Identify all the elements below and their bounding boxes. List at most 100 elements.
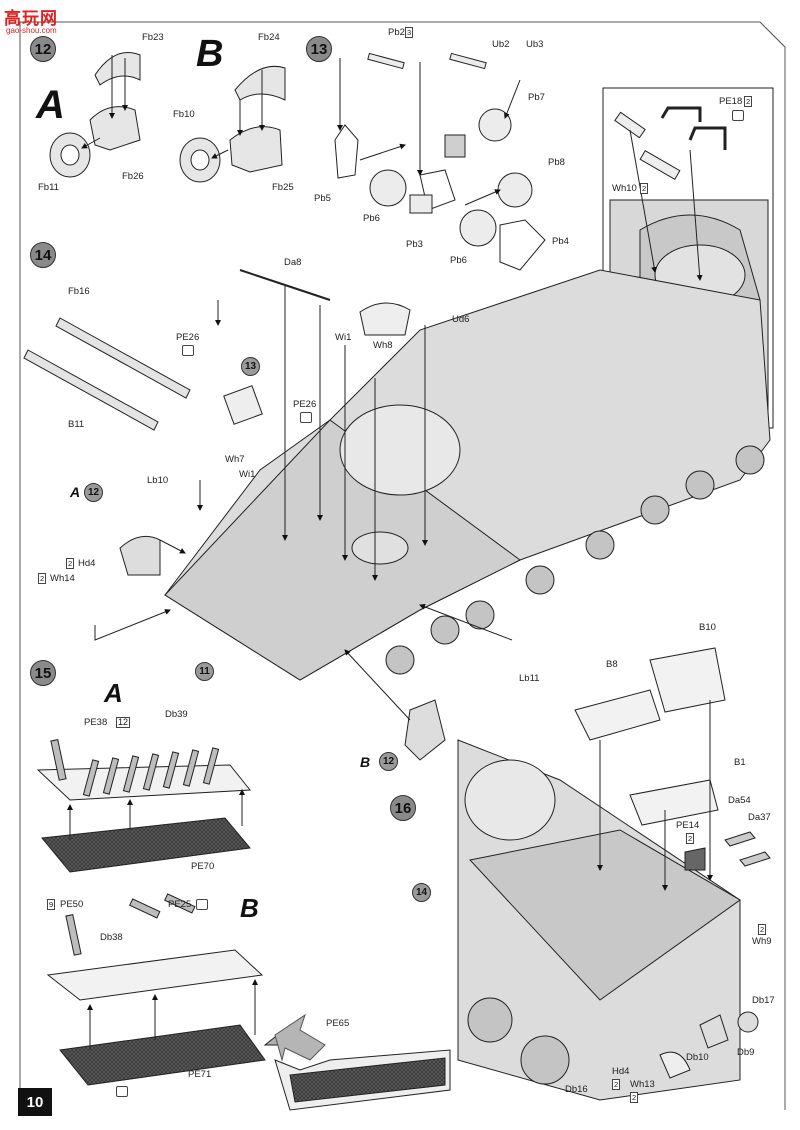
step-14-number: 14 [30,242,56,268]
qty-pb2: 3 [405,27,414,38]
label-pb4: Pb4 [552,236,569,247]
label-pb2: Pb2 [388,27,405,38]
step13-parts [334,52,546,271]
qty-hd4-a: 2 [66,558,75,569]
label-db9: Db9 [737,1047,755,1058]
label-wi1-b: Wi1 [239,469,256,480]
pe-fret-icon [116,1086,128,1097]
label-pb6-a: Pb6 [363,213,380,224]
label-pe65: PE65 [326,1018,350,1029]
step12-parts [49,52,141,178]
label-wh9: Wh9 [752,936,772,947]
label-pb7: Pb7 [528,92,545,103]
label-wh7: Wh7 [225,454,245,465]
qty-pe18: 2 [744,96,753,107]
label-pe26-a: PE26 [176,332,200,343]
label-db17: Db17 [752,995,775,1006]
pe-fret-icon [300,412,312,423]
label-b10: B10 [699,622,716,633]
variant-a-ref: A [70,484,81,500]
label-fb25: Fb25 [272,182,294,193]
step14-hull [23,269,771,761]
label-pe25: PE25 [168,899,192,910]
variant-b-ref: B [360,754,371,770]
label-pe26-b: PE26 [293,399,317,410]
label-lb11: Lb11 [519,673,540,684]
label-pb8: Pb8 [548,157,565,168]
label-wh14: Wh14 [50,573,75,584]
pe-fret-icon [196,899,208,910]
variant-a-step12: A [36,83,65,127]
qty-wh10: 2 [640,183,649,194]
ref-step-14: 14 [412,883,431,902]
label-wh10: Wh10 [612,183,637,194]
label-db16: Db16 [565,1084,588,1095]
ref-step-13: 13 [241,357,260,376]
label-fb26: Fb26 [122,171,144,182]
label-pe70: PE70 [191,861,215,872]
variant-b-step12: B [196,33,224,75]
qty-hd4-b: 2 [612,1079,621,1090]
step-15-number: 15 [30,660,56,686]
variant-a-step15: A [104,678,123,708]
pe-fret-icon [732,110,744,121]
label-da54: Da54 [728,795,751,806]
label-b1: B1 [734,757,746,768]
label-ub2: Ub2 [492,39,510,50]
label-hd4-a: Hd4 [78,558,96,569]
label-hd4-b: Hd4 [612,1066,630,1077]
step-16-number: 16 [390,795,416,821]
label-b11: B11 [68,419,85,430]
label-db38: Db38 [100,932,123,943]
logo-url: gao-shou.com [6,26,57,35]
ref-step-11: 11 [195,662,214,681]
label-pe38: PE38 [84,717,108,728]
label-fb16: Fb16 [68,286,90,297]
label-fb24: Fb24 [258,32,280,43]
label-pb6-b: Pb6 [450,255,467,266]
ref-step-12-a: 12 [84,483,103,502]
ref-step-12-b: 12 [379,752,398,771]
step-12-number: 12 [30,36,56,62]
label-fb10: Fb10 [173,109,195,120]
qty-wh9: 2 [758,924,767,935]
big-pointer-arrow [274,1013,326,1062]
pe-fret-icon [182,345,194,356]
page-number: 10 [18,1088,52,1116]
step12b-parts [179,65,286,183]
qty-pe14: 2 [686,833,695,844]
label-wi1-a: Wi1 [335,332,352,343]
label-pe50: PE50 [60,899,84,910]
qty-pe38: 12 [116,717,131,728]
step-13-number: 13 [306,36,332,62]
logo-text: 高玩网 [4,9,58,29]
label-wh13: Wh13 [630,1079,655,1090]
qty-wh14: 2 [38,573,47,584]
label-ub3: Ub3 [526,39,544,50]
label-pb5: Pb5 [314,193,331,204]
label-pe18: PE18 [719,96,743,107]
label-lb10: Lb10 [147,475,169,486]
step16-hull [457,647,771,1101]
label-db10: Db10 [686,1052,709,1063]
label-fb11: Fb11 [38,182,59,193]
label-pe14: PE14 [676,820,700,831]
label-fb23: Fb23 [142,32,164,43]
label-wh8: Wh8 [373,340,393,351]
variant-b-step15: B [240,893,259,923]
qty-pe50: 9 [47,899,56,910]
label-b8: B8 [606,659,618,670]
qty-wh13: 2 [630,1092,639,1103]
label-da37: Da37 [748,812,771,823]
step15a-parts [36,739,251,873]
label-pb3: Pb3 [406,239,423,250]
label-ud6: Ud6 [452,314,470,325]
label-db39: Db39 [165,709,188,720]
label-da8: Da8 [284,257,302,268]
watermark-logo: 高玩网 gao-shou.com [4,4,74,40]
label-pe71: PE71 [188,1069,212,1080]
step15b-parts [46,893,451,1111]
